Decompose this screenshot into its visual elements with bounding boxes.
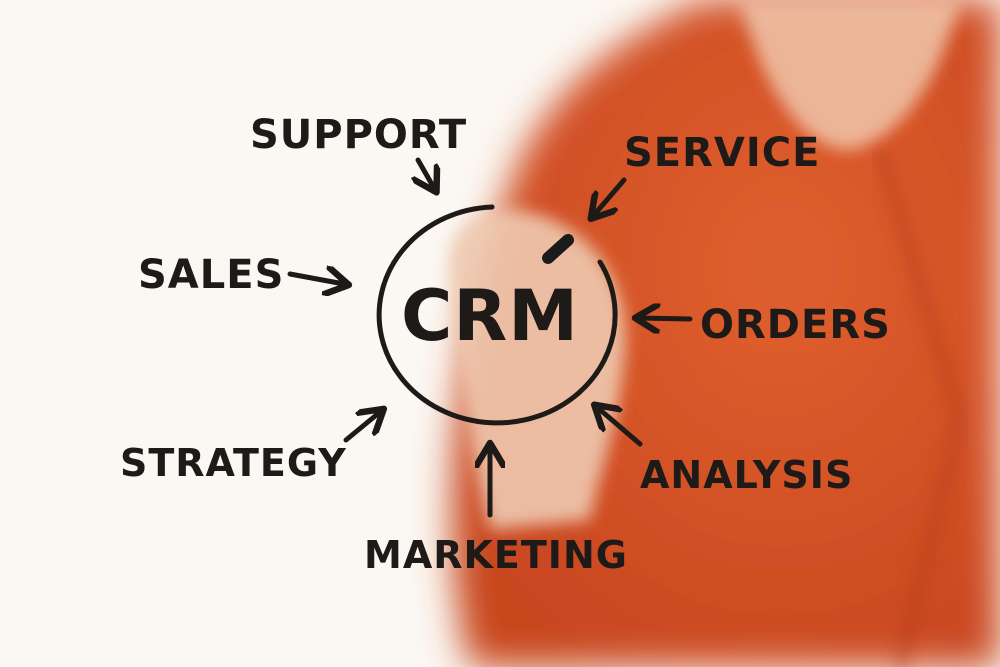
pen-icon <box>542 234 574 264</box>
support-arrow <box>418 157 434 188</box>
label-sales: SALES <box>138 252 284 298</box>
label-orders: ORDERS <box>700 302 891 348</box>
label-marketing: MARKETING <box>364 533 628 577</box>
label-service: SERVICE <box>624 130 820 176</box>
service-arrow <box>594 177 627 215</box>
strategy-arrow <box>343 412 380 443</box>
sales-arrow <box>287 274 344 284</box>
analysis-arrow <box>598 408 643 447</box>
crm-circle <box>376 204 618 426</box>
center-label: CRM <box>401 275 579 357</box>
label-analysis: ANALYSIS <box>640 453 853 497</box>
orders-arrow <box>640 318 693 319</box>
label-strategy: STRATEGY <box>120 441 347 485</box>
label-support: SUPPORT <box>250 112 467 158</box>
